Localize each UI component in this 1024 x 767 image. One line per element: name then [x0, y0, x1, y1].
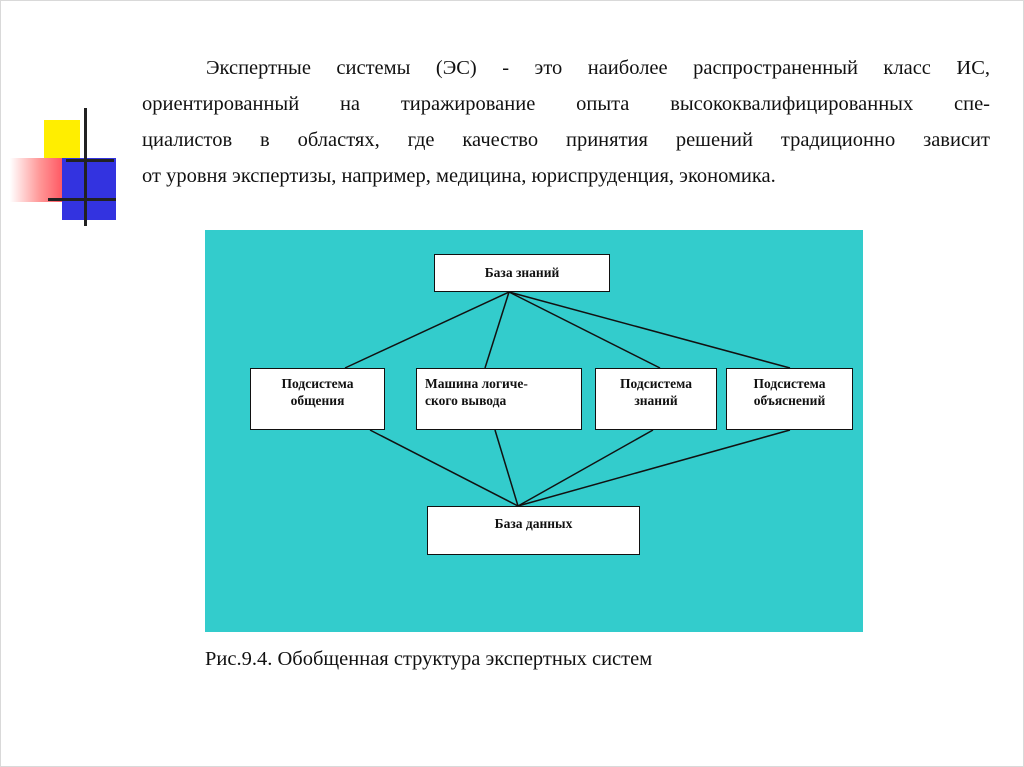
knowledge-subsystem-label-line1: Подсистема [620, 376, 692, 391]
intro-line: циалистов в областях, где качество приня… [142, 129, 990, 151]
intro-line: ориентированный на тиражирование опыта в… [142, 93, 990, 115]
intro-paragraph: Экспертные системы (ЭС) - это наиболее р… [142, 50, 990, 194]
connector-explanation-db [517, 429, 791, 507]
blue-square [62, 158, 116, 220]
expert-system-diagram: База знаний Подсистема общения Машина ло… [205, 230, 863, 632]
database-box: База данных [427, 506, 640, 555]
inference-engine-label-line2: ского вывода [425, 393, 507, 408]
communication-subsystem-box: Подсистема общения [250, 368, 385, 430]
database-label: База данных [494, 516, 573, 531]
connector-inference-db [494, 429, 519, 507]
yellow-square [44, 120, 80, 158]
knowledge-base-box: База знаний [434, 254, 610, 292]
intro-line: от уровня экспертизы, например, медицина… [142, 165, 776, 187]
horizontal-line-bottom [48, 198, 116, 201]
vertical-line [84, 108, 87, 226]
explanation-subsystem-box: Подсистема объяснений [726, 368, 853, 430]
connector-kb-inference [484, 291, 510, 369]
knowledge-subsystem-label-line2: знаний [634, 393, 678, 408]
inference-engine-box: Машина логиче- ского вывода [416, 368, 582, 430]
inference-engine-label-line1: Машина логиче- [425, 376, 528, 391]
explanation-subsystem-label-line1: Подсистема [753, 376, 826, 391]
intro-line: Экспертные системы (ЭС) - это наиболее р… [206, 57, 990, 79]
connector-lines [344, 291, 791, 507]
knowledge-subsystem-box: Подсистема знаний [595, 368, 717, 430]
connector-kb-knowledge [508, 291, 661, 369]
horizontal-line-top [66, 159, 114, 162]
knowledge-base-label: База знаний [484, 265, 560, 280]
figure-caption: Рис.9.4. Обобщенная структура экспертных… [205, 648, 653, 670]
communication-subsystem-label-line2: общения [290, 393, 345, 408]
connector-kb-explanation [508, 291, 791, 369]
connector-knowledge-db [517, 429, 654, 507]
explanation-subsystem-label-line2: объяснений [753, 393, 826, 408]
connector-communication-db [369, 429, 519, 507]
connector-kb-communication [344, 291, 510, 369]
communication-subsystem-label-line1: Подсистема [281, 376, 354, 391]
